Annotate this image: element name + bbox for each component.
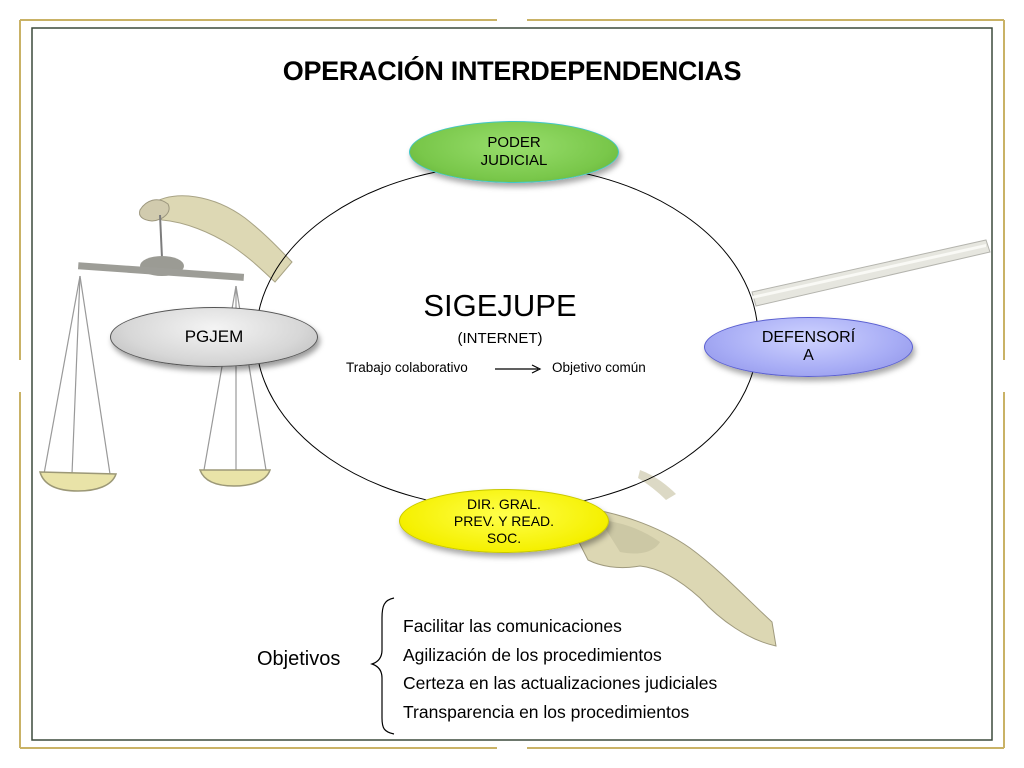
- node-pgjem: PGJEM: [110, 307, 318, 367]
- center-title: SIGEJUPE: [423, 288, 577, 323]
- node-defensoria: DEFENSORÍ A: [704, 317, 913, 377]
- objective-item: Facilitar las comunicaciones: [403, 616, 622, 636]
- flow-to-label: Objetivo común: [552, 360, 646, 375]
- node-label-line: PGJEM: [184, 327, 244, 346]
- objective-item: Transparencia en los procedimientos: [403, 701, 690, 722]
- objectives-brace: [370, 597, 395, 735]
- flow-arrow-icon: [495, 364, 542, 374]
- objective-item: Certeza en las actualizaciones judiciale…: [403, 673, 718, 693]
- page-title: OPERACIÓN INTERDEPENDENCIAS: [282, 56, 742, 86]
- node-label-line: A: [803, 347, 814, 364]
- center-subtitle: (INTERNET): [457, 330, 543, 347]
- node-label-line: SOC.: [486, 529, 522, 546]
- hand-illustration: [559, 470, 777, 647]
- sword-illustration: [751, 239, 991, 307]
- objectives-list: Facilitar las comunicaciones Agilización…: [403, 612, 717, 726]
- node-dir-gral: DIR. GRAL. PREV. Y READ. SOC.: [399, 489, 609, 553]
- slide-frame: [19, 19, 1005, 749]
- node-label-line: PREV. Y READ.: [453, 512, 555, 529]
- objective-item: Agilización de los procedimientos: [403, 644, 662, 665]
- node-label-line: JUDICIAL: [480, 152, 548, 169]
- node-poder-judicial: PODER JUDICIAL: [409, 121, 619, 183]
- flow-from-label: Trabajo colaborativo: [346, 360, 468, 375]
- node-label-line: DEFENSORÍ: [761, 329, 856, 346]
- objectives-label: Objetivos: [257, 648, 341, 670]
- node-label-line: PODER: [487, 134, 541, 151]
- node-label-line: DIR. GRAL.: [467, 495, 541, 512]
